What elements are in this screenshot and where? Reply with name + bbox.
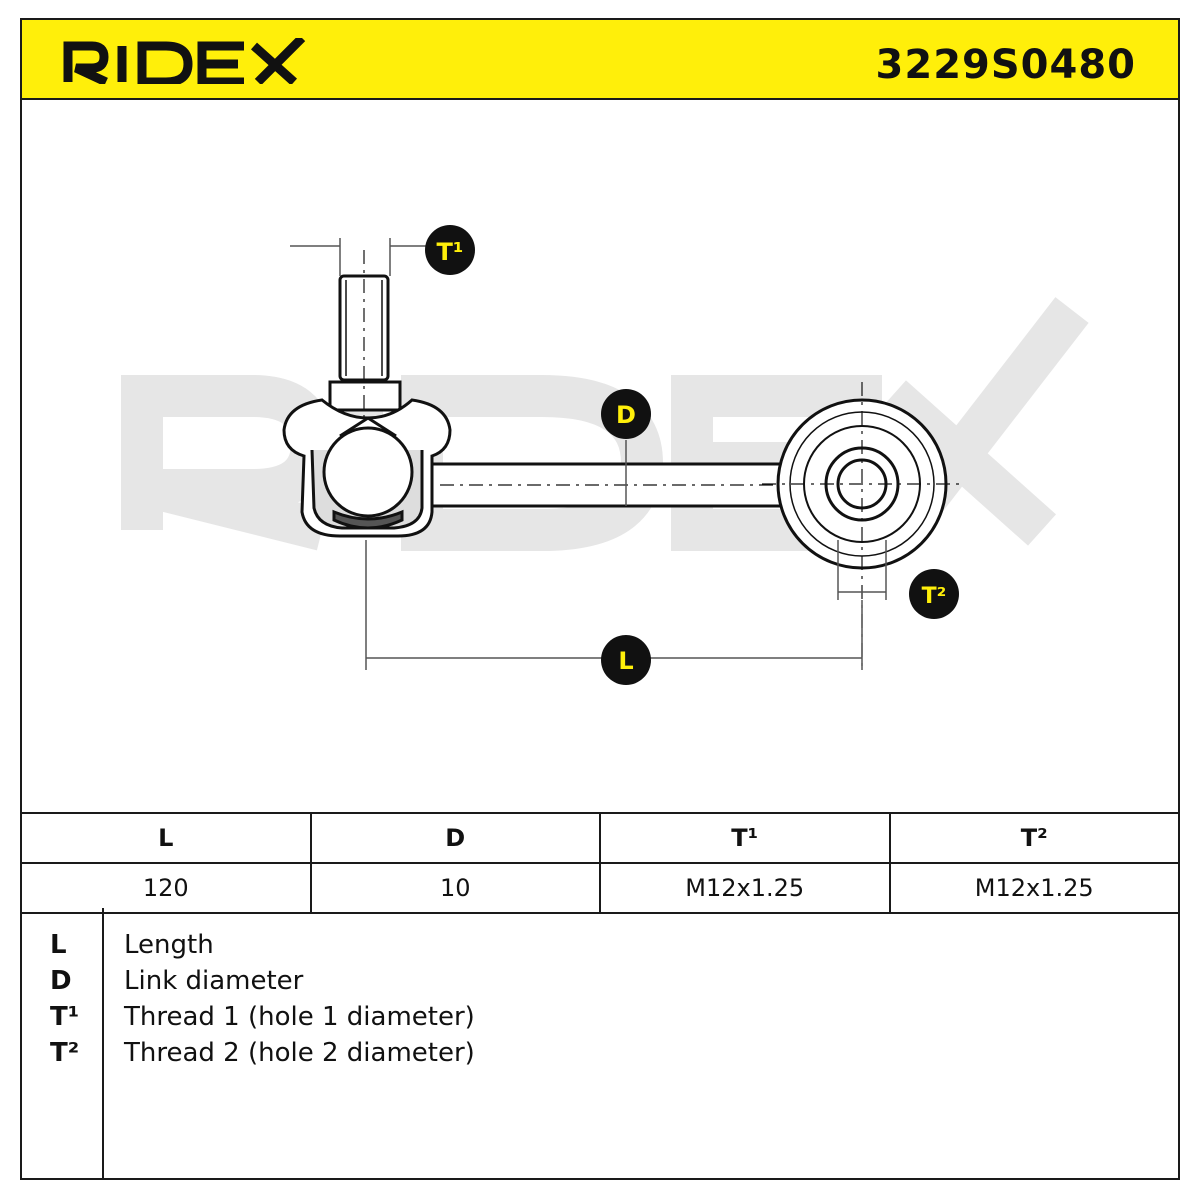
ball-joint-housing [282,398,452,538]
legend-item: T² Thread 2 (hole 2 diameter) [22,1038,1178,1074]
spec-value-d: 10 [309,862,601,914]
callout-t2: T² [909,569,959,619]
legend-desc: Thread 2 (hole 2 diameter) [124,1038,475,1068]
spec-table: L D T¹ T² 120 10 M12x1.25 M12x1.25 [20,812,1180,914]
svg-text:T²: T² [922,584,947,609]
svg-text:D: D [616,401,636,429]
legend-key: T¹ [50,1002,80,1032]
legend-item: T¹ Thread 1 (hole 1 diameter) [22,1002,1178,1038]
eye-end [762,382,962,670]
spec-value-t1: M12x1.25 [599,862,891,914]
svg-text:T¹: T¹ [437,238,464,266]
spec-header-row: L D T¹ T² [20,812,1180,864]
legend-desc: Length [124,930,214,960]
legend-desc: Thread 1 (hole 1 diameter) [124,1002,475,1032]
legend-key: L [50,930,67,960]
legend-item: D Link diameter [22,966,1178,1002]
technical-drawing: T¹ D T² L [121,225,1089,685]
callout-l: L [601,635,651,685]
spec-header-l: L [20,812,312,864]
legend-desc: Link diameter [124,966,304,996]
callout-d: D [601,389,651,439]
ridex-logo [63,38,306,84]
spec-value-row: 120 10 M12x1.25 M12x1.25 [20,862,1180,914]
legend-item: L Length [22,930,1178,966]
callout-t1: T¹ [425,225,475,275]
spec-header-t1: T¹ [599,812,891,864]
spec-header-d: D [309,812,601,864]
legend-key: D [50,966,72,996]
legend: L Length D Link diameter T¹ Thread 1 (ho… [20,908,1180,1180]
link-rod [430,460,802,510]
legend-key: T² [50,1038,80,1068]
spec-value-t2: M12x1.25 [888,862,1180,914]
spec-value-l: 120 [20,862,312,914]
legend-divider [102,908,104,1178]
header-bar: 3229S0480 [20,18,1180,100]
part-number: 3229S0480 [875,42,1136,88]
svg-text:L: L [618,647,633,675]
spec-header-t2: T² [888,812,1180,864]
threaded-stud [328,250,402,540]
